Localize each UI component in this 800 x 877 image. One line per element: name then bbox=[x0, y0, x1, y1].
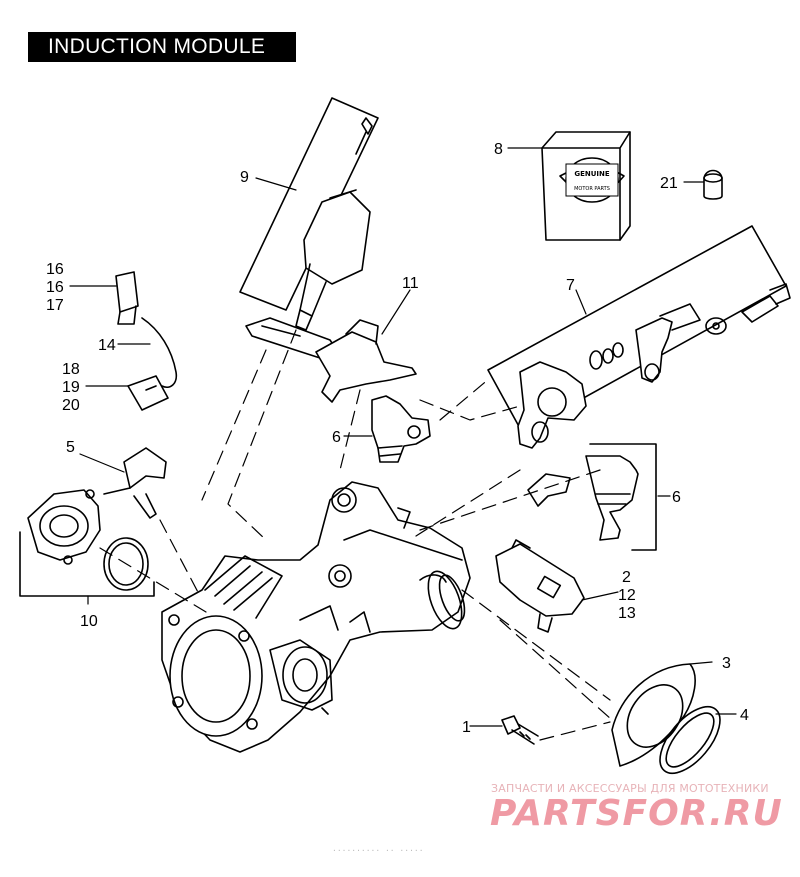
page-title: INDUCTION MODULE bbox=[28, 32, 296, 62]
callout-4: 4 bbox=[740, 707, 749, 724]
callout-21: 21 bbox=[660, 175, 678, 192]
callout-18: 18 bbox=[62, 361, 80, 378]
callout-7: 7 bbox=[566, 277, 575, 294]
callout-12: 12 bbox=[618, 587, 636, 604]
callout-17: 17 bbox=[46, 297, 64, 314]
part-11-bracket bbox=[245, 317, 417, 403]
callout-6-left: 6 bbox=[332, 429, 341, 446]
badge-line2: MOTOR PARTS bbox=[574, 186, 610, 192]
part-21-cap bbox=[703, 169, 723, 200]
callout-16-a: 16 bbox=[46, 261, 64, 278]
part-5-sensor bbox=[103, 447, 167, 519]
watermark-logo[interactable]: PARTSFOR.RU bbox=[490, 793, 783, 834]
callout-labels: 1 2 3 4 5 6 6 7 8 9 10 11 12 13 14 16 16… bbox=[46, 141, 749, 736]
reference-code: ·········· ·· ····· bbox=[332, 846, 424, 855]
callout-8: 8 bbox=[494, 141, 503, 158]
genuine-badge: GENUINE MOTOR PARTS bbox=[565, 163, 619, 197]
part-6-injector-right bbox=[527, 443, 657, 551]
callout-16-b: 16 bbox=[46, 279, 64, 296]
callout-1: 1 bbox=[462, 719, 471, 736]
callout-20: 20 bbox=[62, 397, 80, 414]
callout-5: 5 bbox=[66, 439, 75, 456]
callout-14: 14 bbox=[98, 337, 116, 354]
part-10-cover bbox=[19, 489, 155, 597]
part-7-fuel-rail bbox=[487, 225, 791, 449]
watermark-subtitle: ЗАПЧАСТИ И АКСЕССУАРЫ ДЛЯ МОТОТЕХНИКИ bbox=[491, 782, 769, 795]
badge-line1: GENUINE bbox=[574, 170, 610, 178]
callout-6-right: 6 bbox=[672, 489, 681, 506]
part-3-gasket bbox=[611, 663, 696, 767]
leader-lines bbox=[69, 147, 737, 727]
throttle-body bbox=[161, 481, 471, 753]
part-14-harness bbox=[115, 271, 178, 411]
part-1-screw bbox=[501, 715, 539, 745]
callout-13: 13 bbox=[618, 605, 636, 622]
part-9-sensor bbox=[239, 97, 379, 331]
part-2-map-sensor bbox=[495, 539, 585, 633]
callout-11: 11 bbox=[402, 275, 419, 292]
callout-10: 10 bbox=[80, 613, 98, 630]
callout-2: 2 bbox=[622, 569, 631, 586]
callout-9: 9 bbox=[240, 169, 249, 186]
part-4-o-ring bbox=[659, 705, 721, 775]
part-6-injector-left bbox=[371, 395, 431, 463]
callout-3: 3 bbox=[722, 655, 731, 672]
callout-19: 19 bbox=[62, 379, 80, 396]
assembly-lines bbox=[99, 329, 613, 741]
